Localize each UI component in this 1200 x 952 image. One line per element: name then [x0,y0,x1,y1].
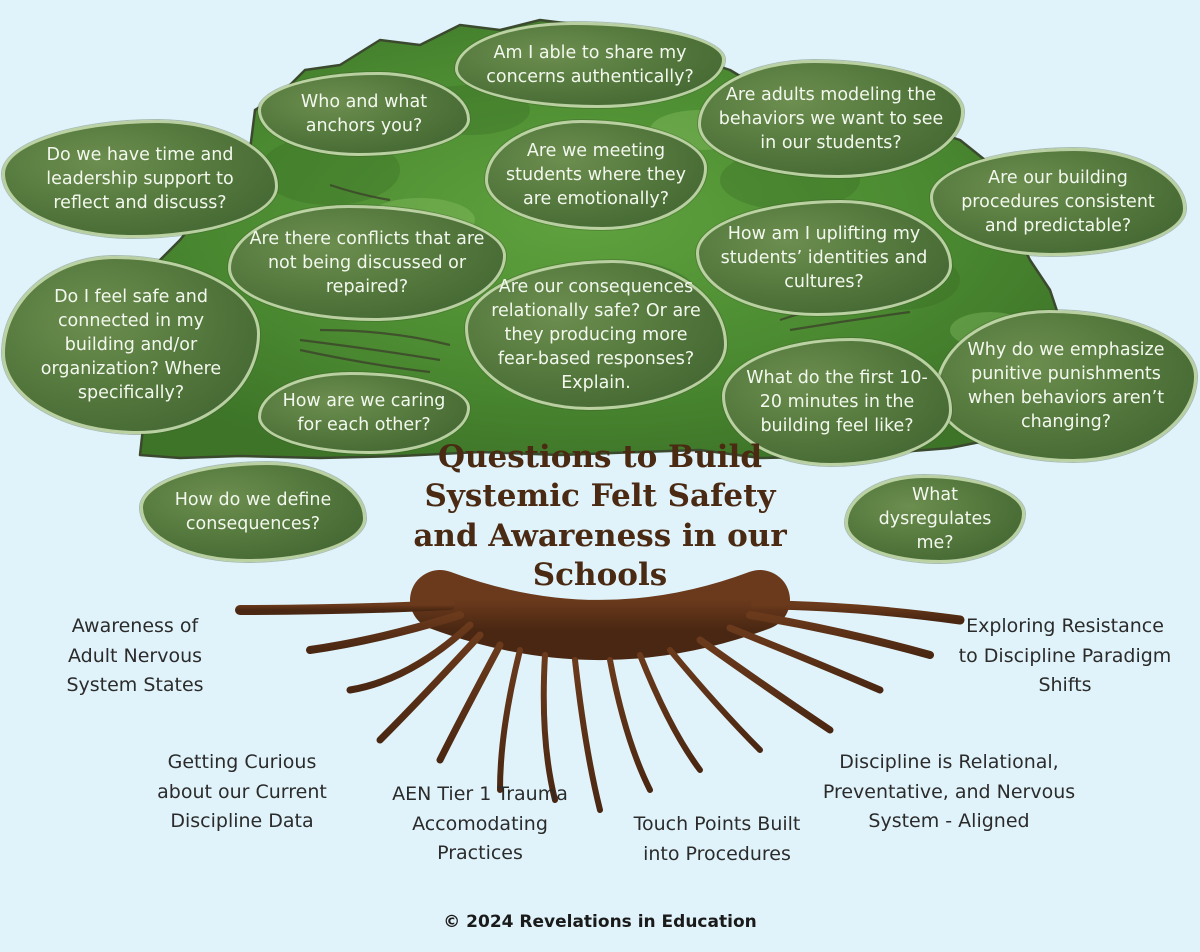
question-leaf: Are our consequences relationally safe? … [465,260,727,410]
question-leaf: Who and what anchors you? [258,72,470,156]
root-label: Touch Points Built into Procedures [633,813,801,865]
question-leaf: Are there conflicts that are not being d… [228,205,506,321]
question-leaf: Do I feel safe and connected in my build… [2,256,260,434]
question-leaf: Do we have time and leadership support t… [2,120,278,238]
question-leaf: What dysregulates me? [845,475,1025,563]
root-label: Getting Curious about our Current Discip… [157,751,327,833]
question-leaf: How am I uplifting my students’ identiti… [696,200,952,316]
root-label: Awareness of Adult Nervous System States [66,615,204,697]
tree-roots [235,570,965,813]
question-leaf: How are we caring for each other? [258,372,470,454]
root-label: Exploring Resistance to Discipline Parad… [958,615,1172,697]
main-title: Questions to Build Systemic Felt Safety … [413,439,787,594]
question-leaf: What do the first 10-20 minutes in the b… [722,338,952,466]
question-leaf: Why do we emphasize punitive punishments… [935,310,1197,462]
question-leaf: Are we meeting students where they are e… [485,120,707,230]
root-label: AEN Tier 1 Trauma Accomodating Practices [392,783,568,865]
question-leaf: Are our building procedures consistent a… [930,148,1186,256]
question-leaf: How do we define consequences? [140,462,366,562]
root-label: Discipline is Relational, Preventative, … [822,751,1076,833]
copyright-footer: © 2024 Revelations in Education [443,912,757,932]
question-leaf: Am I able to share my concerns authentic… [455,22,725,108]
question-leaf: Are adults modeling the behaviors we wan… [698,60,964,178]
